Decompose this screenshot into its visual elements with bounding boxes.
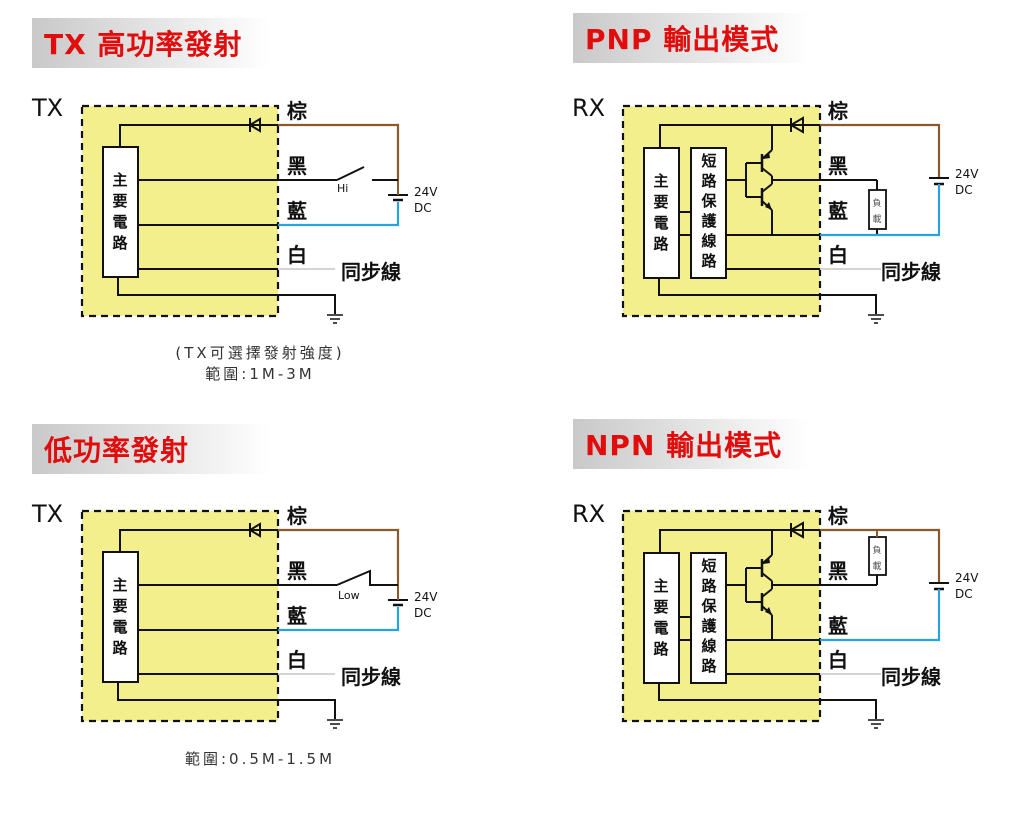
sync-line-label: 同步線 bbox=[341, 665, 401, 689]
protection-char: 路 bbox=[701, 657, 717, 675]
device-label: TX bbox=[31, 500, 63, 528]
wire-brown-label: 棕 bbox=[287, 99, 307, 123]
supply-type: DC bbox=[414, 606, 432, 620]
main-circuit-char: 電 bbox=[653, 214, 668, 232]
main-circuit-char: 主 bbox=[112, 171, 127, 189]
protection-char: 短 bbox=[701, 152, 716, 170]
diagram-npn-output bbox=[621, 509, 951, 730]
device-label: RX bbox=[572, 94, 605, 122]
sync-line-label: 同步線 bbox=[881, 665, 941, 689]
wire-black-label: 黑 bbox=[287, 559, 307, 583]
title-text: 低功率發射 bbox=[44, 434, 190, 467]
note-line: (TX可選擇發射強度) bbox=[175, 344, 345, 362]
main-circuit-char: 電 bbox=[112, 213, 127, 231]
supply-type: DC bbox=[414, 201, 432, 215]
wire-blue-label: 藍 bbox=[828, 199, 848, 223]
title-npn-output: NPN 輸出模式 bbox=[573, 419, 810, 469]
main-circuit-char: 電 bbox=[653, 619, 668, 637]
title-text: NPN 輸出模式 bbox=[585, 429, 783, 462]
main-circuit-char: 要 bbox=[112, 192, 127, 210]
supply-voltage: 24V bbox=[414, 185, 438, 199]
main-circuit-char: 要 bbox=[653, 598, 668, 616]
wire-blue-label: 藍 bbox=[287, 199, 307, 223]
tx-low-note: 範圍:0.5M-1.5M bbox=[150, 749, 370, 770]
range-text: 範圍:1M-3M bbox=[205, 365, 315, 383]
main-circuit-char: 要 bbox=[112, 597, 127, 615]
load-char: 載 bbox=[872, 213, 881, 225]
switch-hi bbox=[336, 166, 365, 181]
tx-high-note: (TX可選擇發射強度) 範圍:1M-3M bbox=[150, 343, 370, 385]
switch-label: Hi bbox=[337, 182, 348, 195]
switch-low bbox=[336, 569, 398, 586]
diagram-tx-low bbox=[80, 509, 410, 730]
supply-type: DC bbox=[955, 587, 973, 601]
title-tx-low: 低功率發射 bbox=[32, 424, 270, 474]
title-pnp-output: PNP 輸出模式 bbox=[573, 13, 810, 63]
supply-voltage: 24V bbox=[955, 571, 979, 585]
protection-char: 路 bbox=[701, 172, 717, 190]
wire-black-label: 黑 bbox=[828, 154, 848, 178]
wire-white-label: 白 bbox=[287, 243, 307, 267]
protection-char: 護 bbox=[701, 617, 717, 635]
main-circuit-char: 路 bbox=[653, 640, 669, 658]
title-text: PNP 輸出模式 bbox=[585, 23, 780, 56]
main-circuit-char: 要 bbox=[653, 193, 668, 211]
diagram-pnp-output bbox=[621, 104, 951, 325]
title-tx-high: TX 高功率發射 bbox=[32, 18, 270, 68]
protection-char: 路 bbox=[701, 577, 717, 595]
load-char: 負 bbox=[872, 544, 881, 556]
main-circuit-char: 路 bbox=[653, 235, 669, 253]
protection-char: 短 bbox=[701, 557, 716, 575]
wire-brown-label: 棕 bbox=[828, 504, 848, 528]
supply-voltage: 24V bbox=[955, 167, 979, 181]
main-circuit-char: 主 bbox=[653, 172, 668, 190]
wire-brown-label: 棕 bbox=[287, 504, 307, 528]
wire-white-label: 白 bbox=[828, 243, 848, 267]
supply-voltage: 24V bbox=[414, 590, 438, 604]
wire-white-label: 白 bbox=[828, 648, 848, 672]
wire-black-label: 黑 bbox=[828, 559, 848, 583]
supply-type: DC bbox=[955, 183, 973, 197]
protection-char: 保 bbox=[700, 597, 717, 615]
protection-char: 保 bbox=[700, 192, 717, 210]
switch-label: Low bbox=[338, 589, 360, 602]
sync-line-label: 同步線 bbox=[341, 260, 401, 284]
wire-black-label: 黑 bbox=[287, 154, 307, 178]
load-char: 負 bbox=[872, 197, 881, 209]
main-circuit-char: 路 bbox=[112, 639, 128, 657]
main-circuit-char: 主 bbox=[112, 576, 127, 594]
device-label: TX bbox=[31, 94, 63, 122]
wire-brown-label: 棕 bbox=[828, 99, 848, 123]
title-text: TX 高功率發射 bbox=[44, 28, 243, 61]
range-text: 範圍:0.5M-1.5M bbox=[184, 750, 336, 768]
diagram-tx-high bbox=[80, 104, 410, 325]
protection-char: 路 bbox=[701, 252, 717, 270]
load-char: 載 bbox=[872, 560, 881, 572]
main-circuit-char: 電 bbox=[112, 618, 127, 636]
main-circuit-char: 主 bbox=[653, 577, 668, 595]
wire-blue-label: 藍 bbox=[828, 614, 848, 638]
protection-char: 護 bbox=[701, 212, 717, 230]
device-label: RX bbox=[572, 500, 605, 528]
protection-char: 線 bbox=[701, 232, 716, 250]
sync-line-label: 同步線 bbox=[881, 260, 941, 284]
wire-white-label: 白 bbox=[287, 648, 307, 672]
main-circuit-char: 路 bbox=[112, 234, 128, 252]
protection-char: 線 bbox=[701, 637, 716, 655]
wire-blue-label: 藍 bbox=[287, 604, 307, 628]
